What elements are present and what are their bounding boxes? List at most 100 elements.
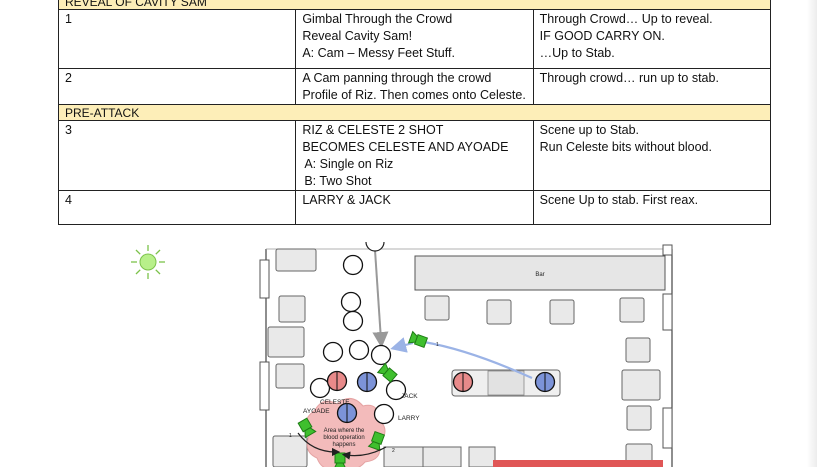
shot-description-line: A Cam panning through the crowd bbox=[302, 71, 492, 85]
bottom-table bbox=[468, 446, 496, 467]
bar-counter bbox=[414, 255, 666, 291]
camera-lens bbox=[367, 441, 381, 452]
bar-stool bbox=[486, 299, 512, 325]
blood-area-label: happens bbox=[332, 442, 355, 448]
entrance-arrow bbox=[372, 249, 389, 348]
shot-number: 1 bbox=[57, 9, 297, 69]
shot-notes-line: Run Celeste bits without blood. bbox=[539, 140, 712, 154]
light-ray bbox=[155, 249, 161, 255]
light-ray bbox=[155, 269, 161, 275]
wall-opening bbox=[259, 361, 270, 411]
bar-label: Bar bbox=[535, 272, 544, 278]
crowd-person bbox=[340, 291, 362, 313]
shot-notes-line: Through Crowd… Up to reveal. bbox=[539, 12, 713, 26]
camera-icon bbox=[297, 417, 317, 439]
shot-notes: Through Crowd… Up to reveal. IF GOOD CARR… bbox=[532, 9, 772, 69]
wall-opening bbox=[662, 293, 673, 331]
wall-opening bbox=[259, 259, 270, 299]
furniture-seat bbox=[275, 248, 317, 272]
camera-icon bbox=[376, 362, 398, 383]
camera-lens bbox=[376, 362, 389, 375]
shot-notes: Scene up to Stab. Run Celeste bits withou… bbox=[532, 120, 772, 191]
light-ray bbox=[135, 269, 141, 275]
crowd-person bbox=[348, 339, 370, 361]
shot-description-line: BECOMES CELESTE AND AYOADE bbox=[302, 140, 509, 154]
crowd-person bbox=[373, 403, 395, 425]
shot-row: 4 LARRY & JACK Scene Up to stab. First rea… bbox=[57, 190, 772, 225]
crowd-person bbox=[342, 310, 364, 332]
shot-description-line: LARRY & JACK bbox=[302, 193, 391, 207]
blood-area bbox=[304, 398, 386, 467]
blood-area-label: blood operation bbox=[323, 435, 364, 441]
section-title: REVEAL OF CAVITY SAM bbox=[58, 0, 771, 10]
center-table-divider bbox=[487, 370, 525, 396]
camera-swing-arrow bbox=[341, 446, 387, 460]
shot-notes-line: …Up to Stab. bbox=[539, 46, 615, 60]
shot-number: 3 bbox=[57, 120, 297, 191]
shot-description-line: Gimbal Through the Crowd bbox=[302, 12, 453, 26]
shot-number: 2 bbox=[57, 68, 297, 105]
red-strip bbox=[493, 460, 663, 467]
camera-lens bbox=[333, 462, 347, 467]
label-celeste: CELESTE bbox=[320, 399, 350, 406]
label-jack: JACK bbox=[401, 393, 418, 400]
section-title: PRE-ATTACK bbox=[58, 104, 771, 121]
furniture-seat bbox=[626, 405, 652, 431]
furniture-seat bbox=[275, 363, 305, 389]
furniture-seat bbox=[272, 435, 308, 467]
camera-move-arrow-head bbox=[390, 337, 414, 353]
shot-description-line: Profile of Riz. Then comes onto Celeste. bbox=[302, 88, 526, 102]
bar-stool bbox=[619, 297, 645, 323]
light-bulb bbox=[139, 253, 157, 271]
camera-icon bbox=[367, 430, 386, 452]
camera-mark: 2 bbox=[392, 448, 395, 454]
furniture-seat bbox=[621, 369, 661, 401]
shot-notes: Through crowd… run up to stab. bbox=[532, 68, 772, 105]
camera-swing-arrow bbox=[297, 432, 341, 457]
camera-lens bbox=[304, 427, 317, 439]
camera-move-arrow bbox=[423, 340, 533, 380]
shot-description: LARRY & JACK bbox=[295, 190, 534, 225]
crowd-person bbox=[385, 379, 407, 401]
shot-notes-line: IF GOOD CARRY ON. bbox=[539, 29, 665, 43]
wall-opening bbox=[662, 244, 673, 256]
shot-description-line: Reveal Cavity Sam! bbox=[302, 29, 413, 43]
camera-icon bbox=[333, 452, 347, 467]
furniture-seat bbox=[267, 326, 305, 358]
bar-stool bbox=[549, 299, 575, 325]
section-header-row: PRE-ATTACK bbox=[58, 104, 771, 121]
blood-area-label: Area where the bbox=[324, 428, 365, 434]
bottom-table bbox=[383, 446, 425, 467]
light-ray bbox=[135, 249, 141, 255]
section-header-row: REVEAL OF CAVITY SAM bbox=[58, 0, 771, 10]
shot-notes-line: Scene up to Stab. bbox=[539, 123, 640, 137]
furniture-seat bbox=[625, 337, 651, 363]
shot-number: 4 bbox=[57, 190, 297, 225]
camera-mark: 1 bbox=[289, 433, 292, 439]
camera-mark: 1 bbox=[436, 342, 439, 348]
label-larry: LARRY bbox=[398, 415, 420, 422]
shot-notes-line: Through crowd… run up to stab. bbox=[539, 71, 719, 85]
bar-stool bbox=[424, 295, 450, 321]
crowd-person bbox=[322, 341, 344, 363]
shot-row: 3 RIZ & CELESTE 2 SHOT BECOMES CELESTE AND… bbox=[57, 120, 772, 191]
camera-icon bbox=[407, 330, 429, 349]
shot-description-line: A: Single on Riz bbox=[304, 157, 394, 171]
crowd-person bbox=[370, 344, 392, 366]
shot-notes: Scene Up to stab. First reax. bbox=[532, 190, 772, 225]
bottom-table bbox=[422, 446, 462, 467]
camera-body bbox=[334, 452, 346, 464]
furniture-seat bbox=[278, 295, 306, 323]
crowd-person bbox=[309, 377, 331, 399]
shot-description-line: RIZ & CELESTE 2 SHOT bbox=[302, 123, 444, 137]
camera-lens bbox=[407, 330, 418, 344]
wall-opening bbox=[662, 407, 673, 449]
light-icon bbox=[131, 245, 165, 279]
entering-person bbox=[365, 241, 385, 252]
shot-description: RIZ & CELESTE 2 SHOT BECOMES CELESTE AND … bbox=[295, 120, 534, 191]
shot-description-line: A: Cam – Messy Feet Stuff. bbox=[302, 46, 455, 60]
